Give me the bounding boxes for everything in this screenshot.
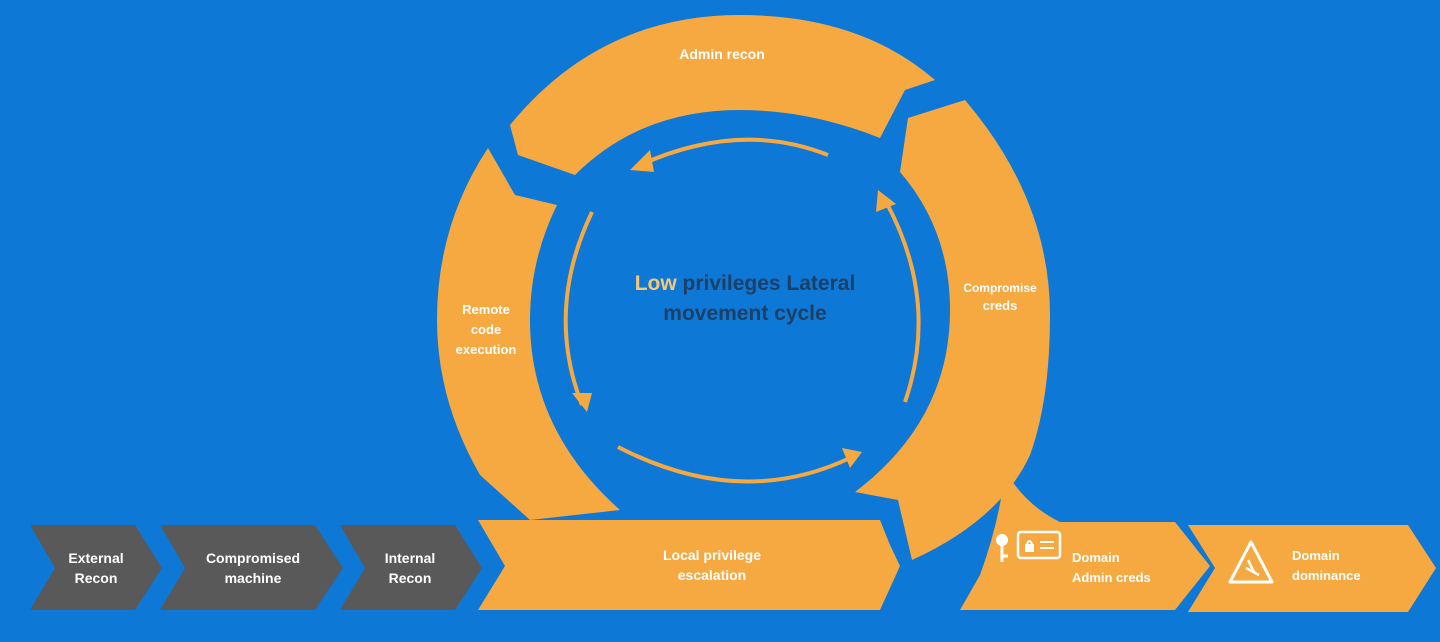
compromised-machine-line2: machine [225, 570, 282, 586]
local-privilege-line2: escalation [678, 567, 746, 583]
inner-arrow-right [883, 199, 921, 403]
inner-arrow-top [639, 137, 829, 167]
domain-admin-creds-line2: Admin creds [1072, 570, 1151, 585]
chain-step-local-privilege-escalation [478, 520, 900, 610]
compromised-machine-line1: Compromised [206, 550, 300, 566]
segment-compromise-creds [855, 100, 1050, 560]
attack-chain: External Recon Compromised machine Inter… [30, 520, 1436, 612]
inner-arrow-right-head [876, 190, 896, 212]
inner-arrow-bottom-head [842, 448, 862, 468]
domain-dominance-line2: dominance [1292, 568, 1361, 583]
inner-arrow-left-head [572, 393, 592, 412]
internal-recon-line1: Internal [385, 550, 436, 566]
ring-tail [960, 470, 1210, 610]
chain-step-internal-recon [340, 525, 482, 610]
local-privilege-line1: Local privilege [663, 547, 761, 563]
segment-admin-recon [510, 15, 935, 175]
admin-recon-label: Admin recon [679, 46, 765, 62]
inner-arrow-bottom [617, 445, 851, 484]
domain-admin-creds-line1: Domain [1072, 550, 1120, 565]
domain-dominance-line1: Domain [1292, 548, 1340, 563]
cycle-ring [437, 15, 1210, 610]
rce-label-line1: Remote [462, 302, 510, 317]
rce-label-line2: code [471, 322, 501, 337]
cycle-title-line1: Low privileges Lateral [635, 272, 856, 295]
inner-arrow-left [563, 211, 594, 406]
rce-label-line3: execution [456, 342, 517, 357]
compromise-creds-label-line2: creds [983, 298, 1018, 313]
cycle-title-rest: privileges Lateral [677, 272, 856, 295]
compromise-creds-label-line1: Compromise [963, 281, 1037, 295]
id-card-key-icon [996, 530, 1062, 562]
cycle-title-highlight: Low [635, 272, 678, 295]
inner-cycle-arrows [563, 137, 921, 484]
warning-triangle-icon [1228, 540, 1274, 584]
cycle-title-line2: movement cycle [663, 302, 826, 325]
chain-step-compromised-machine [160, 525, 343, 610]
inner-arrow-top-head [630, 150, 654, 172]
segment-remote-code-execution [437, 148, 620, 520]
external-recon-line1: External [68, 550, 123, 566]
internal-recon-line2: Recon [389, 570, 432, 586]
external-recon-line2: Recon [75, 570, 118, 586]
chain-step-external-recon [30, 525, 162, 610]
